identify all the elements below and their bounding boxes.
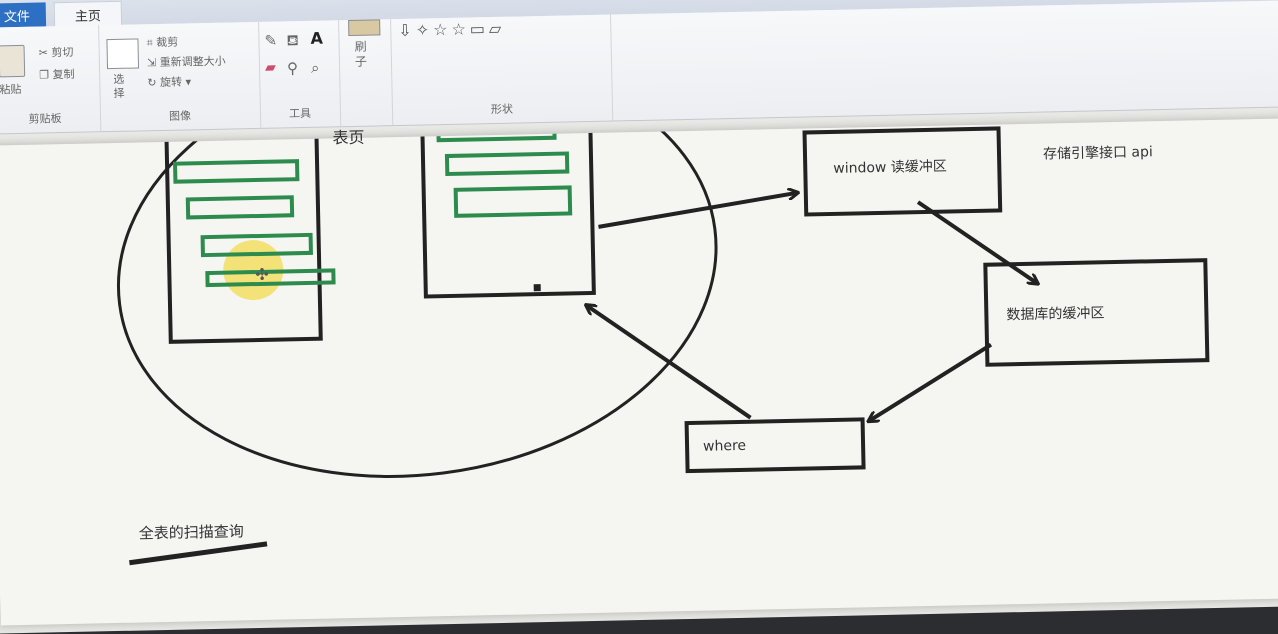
brush-button[interactable]: 刷 子 <box>354 39 368 69</box>
crop-icon: ⌗ <box>146 36 153 50</box>
cut-button[interactable]: ✂ 剪切 <box>39 44 74 61</box>
tab-home[interactable]: 主页 <box>53 0 123 28</box>
brush-icon[interactable] <box>348 19 381 37</box>
scissors-icon: ✂ <box>38 46 49 60</box>
rotate-button[interactable]: ↻ 旋转 ▾ <box>147 73 191 90</box>
arrow-where-to-page <box>586 302 752 420</box>
row-left-4 <box>205 268 336 288</box>
select-button[interactable]: 选 择 <box>113 72 125 100</box>
data-page-left <box>164 118 323 344</box>
image-group-label: 图像 <box>168 109 192 123</box>
row-left-1 <box>173 159 300 184</box>
arrow-window-to-db <box>916 200 1038 286</box>
dot-mark <box>533 284 541 292</box>
window-buffer-box <box>802 126 1003 217</box>
brush-group: 刷 子 <box>338 19 394 127</box>
label-underline <box>129 541 268 566</box>
where-box <box>684 417 866 474</box>
rotate-icon: ↻ <box>147 76 157 90</box>
arrow-page-to-window <box>598 193 799 229</box>
shapes-gallery-icon[interactable]: ⇩✧☆☆▭▱ <box>398 18 506 41</box>
scan-scope-ellipse <box>116 118 718 478</box>
db-buffer-box <box>983 258 1210 367</box>
paste-button[interactable]: 粘贴 <box>0 82 22 97</box>
db-buffer-label: 数据库的缓冲区 <box>1006 305 1105 324</box>
clipboard-group-label: 剪贴板 <box>28 112 62 126</box>
shapes-group-label: 形状 <box>490 102 514 117</box>
chevron-down-icon: ▾ <box>185 75 192 89</box>
resize-icon: ⇲ <box>146 56 157 70</box>
copy-button[interactable]: ❐ 复制 <box>39 66 75 83</box>
window-buffer-label: window 读缓冲区 <box>833 158 948 177</box>
text-tool-icon[interactable]: A <box>310 28 324 48</box>
shapes-group: ⇩✧☆☆▭▱ 形状 <box>390 14 614 126</box>
cut-label: 剪切 <box>51 45 74 60</box>
color-picker-icon[interactable]: ⚲ <box>286 59 299 78</box>
data-page-right <box>419 118 596 299</box>
crop-label: 裁剪 <box>156 35 179 50</box>
sketch-layer: ✣ <box>116 118 1210 566</box>
table-page-label: 表页 <box>332 127 365 148</box>
row-left-3 <box>200 232 313 258</box>
resize-label: 重新调整大小 <box>159 54 226 70</box>
rotate-label: 旋转 <box>159 75 183 90</box>
row-right-3 <box>453 185 573 218</box>
copy-label: 复制 <box>52 67 75 82</box>
where-label: where <box>702 437 747 455</box>
paste-icon[interactable] <box>0 44 26 78</box>
row-left-2 <box>185 195 295 220</box>
resize-button[interactable]: ⇲ 重新调整大小 <box>147 53 226 71</box>
pencil-icon[interactable]: ✎ <box>264 31 278 50</box>
copy-icon: ❐ <box>39 68 50 82</box>
crop-button[interactable]: ⌗ 裁剪 <box>146 34 178 51</box>
storage-api-label: 存储引擎接口 api <box>1042 144 1153 163</box>
image-group: 选 择 ⌗ 裁剪 ⇲ 重新调整大小 ↻ 旋转 ▾ 图像 <box>98 21 262 132</box>
tab-file[interactable]: 文件 <box>0 2 47 28</box>
cursor-icon: ✣ <box>255 265 269 284</box>
fill-icon[interactable]: ⛾ <box>286 31 299 50</box>
row-right-2 <box>444 151 570 177</box>
select-icon[interactable] <box>106 38 140 70</box>
tools-group-label: 工具 <box>288 106 312 121</box>
magnifier-icon[interactable]: ⌕ <box>310 58 320 77</box>
eraser-icon[interactable]: ▰ <box>264 59 277 76</box>
tools-group: ✎ ⛾ A ▰ ⚲ ⌕ 工具 <box>258 20 342 128</box>
clipboard-group: 粘贴 ✂ 剪切 ❐ 复制 剪贴板 <box>0 25 102 134</box>
full-scan-label: 全表的扫描查询 <box>138 522 244 543</box>
arrow-db-to-where <box>867 342 993 422</box>
drawing-canvas[interactable]: ✣ 表页 window 读缓冲区 存储引擎接口 api 数据库的 <box>0 118 1278 626</box>
